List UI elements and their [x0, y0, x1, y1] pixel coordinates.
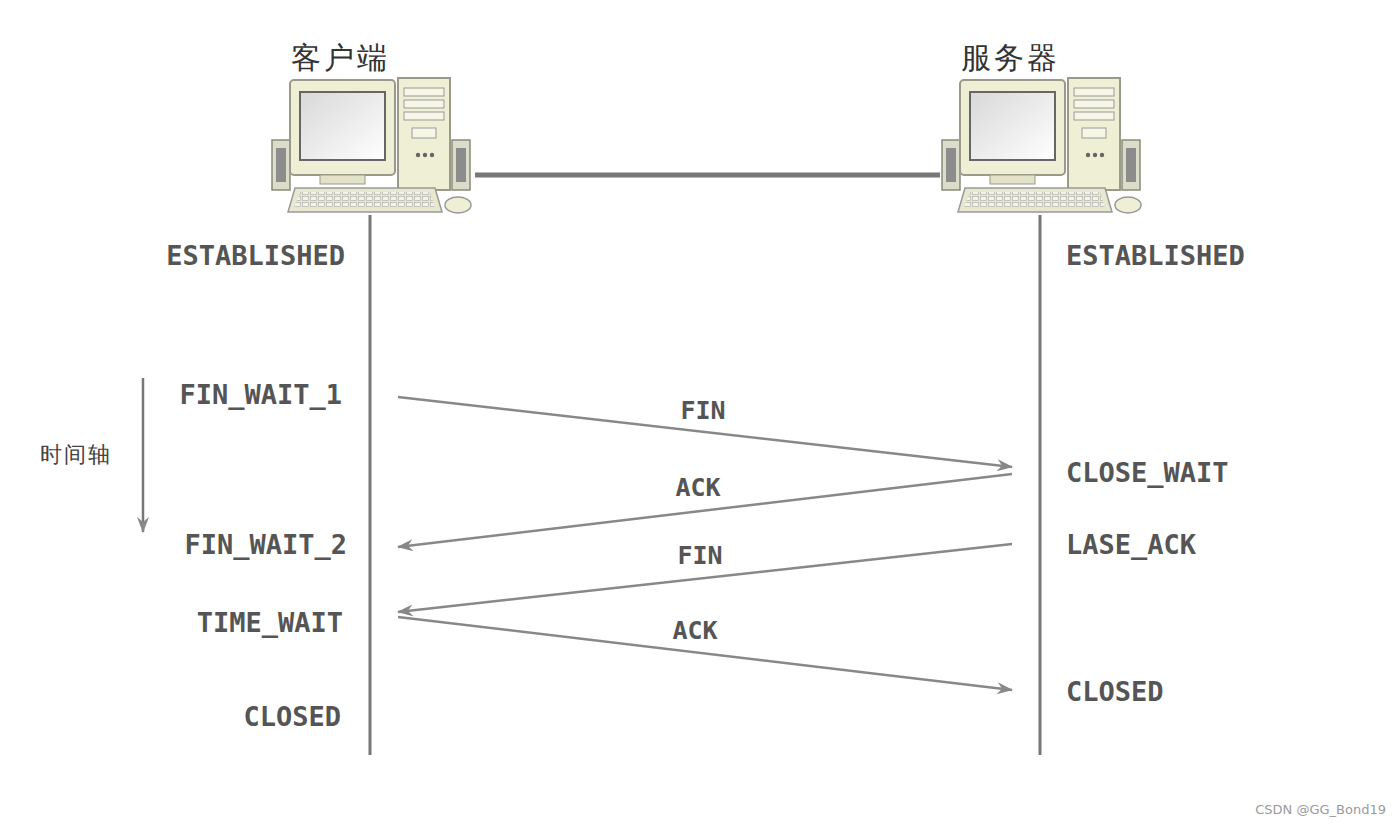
state-label: ESTABLISHED: [166, 240, 345, 271]
watermark: CSDN @GG_Bond19: [1255, 803, 1386, 818]
state-label: CLOSED: [243, 701, 341, 732]
state-label: CLOSED: [1066, 676, 1164, 707]
message-label: ACK: [669, 617, 720, 646]
state-label: LASE_ACK: [1066, 529, 1196, 560]
node-title: 服务器: [940, 40, 1080, 76]
message-label: FIN: [674, 542, 725, 571]
time-axis-arrow: [142, 378, 145, 532]
client-computer: [272, 78, 471, 213]
message-label: ACK: [672, 474, 723, 503]
state-label: ESTABLISHED: [1066, 240, 1245, 271]
server-computer: [942, 78, 1141, 213]
axis-label: 时间轴: [40, 442, 112, 467]
server-timeline: [1039, 215, 1042, 755]
ack-message-arrow: [398, 474, 1012, 547]
network-link: [475, 173, 940, 178]
state-label: FIN_WAIT_2: [184, 529, 347, 560]
ack-message-arrow: [398, 617, 1012, 690]
state-label: CLOSE_WAIT: [1066, 457, 1229, 488]
computer-node: 服务器: [940, 40, 1145, 215]
state-label: TIME_WAIT: [197, 607, 343, 638]
message-label: FIN: [677, 397, 728, 426]
state-label: FIN_WAIT_1: [179, 379, 342, 410]
client-timeline: [369, 215, 372, 755]
fin-message-arrow: [398, 397, 1012, 467]
computer-node: 客户端: [270, 40, 475, 215]
node-title: 客户端: [270, 40, 410, 76]
